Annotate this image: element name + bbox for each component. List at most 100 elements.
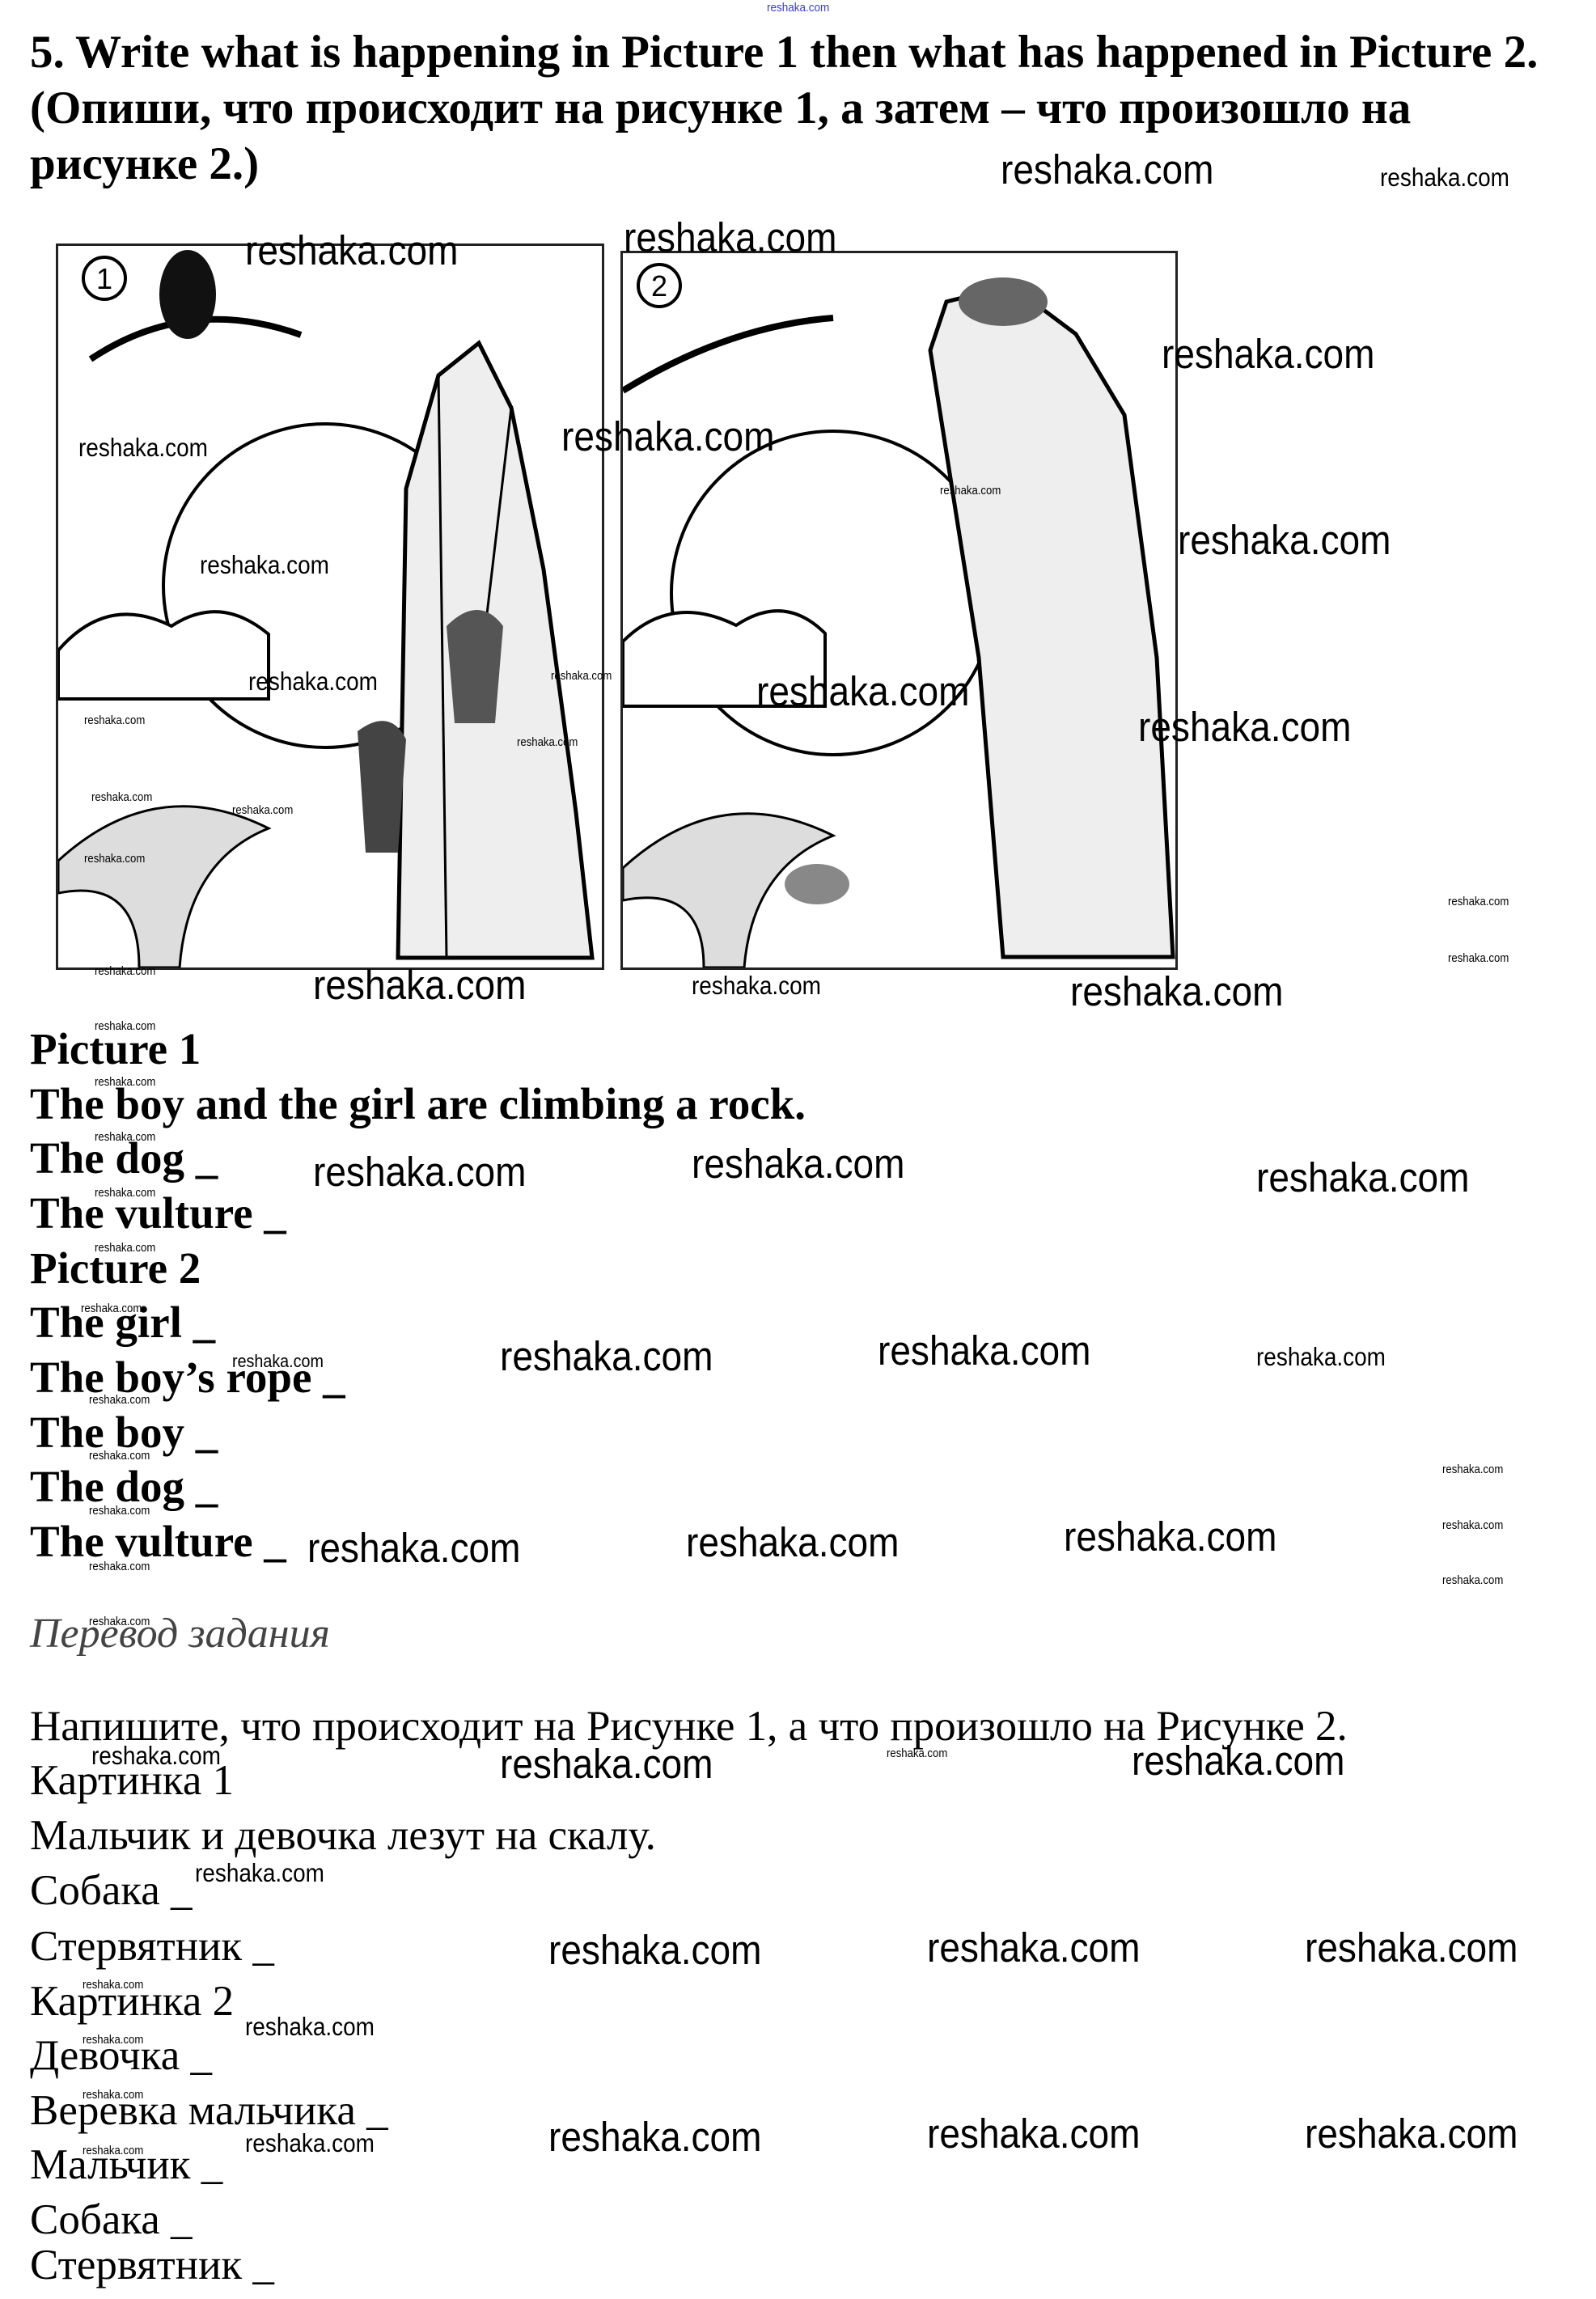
watermark: reshaka.com	[926, 1924, 1141, 1971]
watermark: reshaka.com	[887, 1746, 948, 1760]
watermark: reshaka.com	[81, 1302, 142, 1315]
answer-line: The vulture _	[30, 1517, 286, 1566]
watermark: reshaka.com	[94, 1241, 156, 1255]
watermark: reshaka.com	[94, 965, 156, 979]
watermark: reshaka.com	[84, 713, 146, 727]
watermark: reshaka.com	[685, 1519, 900, 1566]
picture-1-title: Picture 1	[30, 1024, 201, 1073]
watermark: reshaka.com	[313, 1148, 527, 1195]
picture-number-badge	[637, 263, 682, 308]
watermark: reshaka.com	[1305, 2110, 1518, 2157]
girl-climber	[358, 721, 406, 853]
translation-line: Мальчик и девочка лезут на скалу.	[30, 1812, 656, 1859]
watermark: reshaka.com	[692, 1141, 905, 1188]
watermark: reshaka.com	[1448, 895, 1509, 909]
watermark: reshaka.com	[88, 1504, 150, 1518]
watermark: reshaka.com	[1255, 1154, 1470, 1200]
task-heading-line-1: 5. Write what is happening in Picture 1 …	[30, 27, 1539, 78]
watermark: reshaka.com	[245, 2012, 375, 2041]
rock-cliff	[928, 283, 1175, 959]
watermark: reshaka.com	[83, 2144, 144, 2158]
watermark: reshaka.com	[199, 550, 329, 579]
watermark: reshaka.com	[499, 1741, 713, 1788]
watermark: reshaka.com	[1064, 1513, 1277, 1560]
watermark: reshaka.com	[561, 413, 775, 460]
watermark: reshaka.com	[1442, 1573, 1504, 1587]
translation-line: Стервятник _	[30, 1923, 274, 1970]
translation-line: Мальчик _	[30, 2141, 223, 2188]
watermark: reshaka.com	[1162, 331, 1375, 378]
watermark: reshaka.com	[245, 227, 459, 274]
watermark: reshaka.com	[83, 1979, 144, 1992]
watermark: reshaka.com	[94, 1187, 156, 1200]
picture-2-title: Picture 2	[30, 1243, 201, 1293]
watermark: reshaka.com	[231, 803, 294, 817]
watermark: reshaka.com	[878, 1327, 1091, 1374]
watermark: reshaka.com	[91, 1742, 222, 1771]
watermark: reshaka.com	[78, 434, 208, 463]
task-heading-line-2: (Опиши, что происходит на рисунке 1, а з…	[30, 83, 1412, 133]
answer-line: The girl _	[30, 1298, 216, 1347]
translation-line: Собака _	[30, 1867, 193, 1914]
watermark: reshaka.com	[1442, 1519, 1504, 1533]
picture-number: 2	[651, 269, 667, 303]
answer-line: The dog _	[30, 1462, 218, 1511]
watermark: reshaka.com	[91, 790, 153, 804]
translation-line: Собака _	[30, 2196, 193, 2243]
watermark: reshaka.com	[692, 972, 821, 1001]
watermark: reshaka.com	[548, 1927, 762, 1974]
picture-1-illustration: 1	[56, 243, 604, 970]
answer-line: The boy’s rope _	[30, 1353, 345, 1402]
watermark: reshaka.com	[548, 2113, 762, 2160]
fallen-boy	[785, 864, 849, 904]
watermark: reshaka.com	[1448, 951, 1509, 965]
answer-line: The vulture _	[30, 1188, 286, 1238]
translation-picture-1-title: Картинка 1	[30, 1757, 235, 1804]
watermark: reshaka.com	[245, 2128, 375, 2157]
watermark: reshaka.com	[517, 735, 578, 749]
translation-line: Веревка мальчика _	[30, 2087, 388, 2134]
climbers-on-top	[959, 277, 1048, 326]
top-watermark: reshaka.com	[767, 1, 830, 15]
picture-number: 1	[96, 262, 112, 295]
translation-line: Стервятник _	[30, 2242, 274, 2288]
translation-instruction: Напишите, что происходит на Рисунке 1, а…	[30, 1703, 1348, 1750]
watermark: reshaka.com	[88, 1615, 150, 1628]
watermark: reshaka.com	[551, 669, 612, 683]
watermark: reshaka.com	[1137, 703, 1352, 750]
watermark: reshaka.com	[88, 1393, 150, 1407]
watermark: reshaka.com	[499, 1332, 713, 1379]
watermark: reshaka.com	[1132, 1738, 1345, 1785]
watermark: reshaka.com	[1000, 146, 1214, 193]
watermark: reshaka.com	[1305, 1924, 1518, 1971]
watermark: reshaka.com	[94, 1130, 156, 1144]
picture-2-illustration: 2	[620, 251, 1178, 970]
watermark: reshaka.com	[307, 1525, 521, 1572]
watermark: reshaka.com	[83, 2088, 144, 2102]
watermark: reshaka.com	[94, 1019, 156, 1033]
watermark: reshaka.com	[88, 1560, 150, 1574]
translation-picture-2-title: Картинка 2	[30, 1978, 235, 2025]
watermark: reshaka.com	[195, 1858, 325, 1887]
boy-climber	[447, 610, 503, 723]
watermark: reshaka.com	[1442, 1463, 1504, 1476]
watermark: reshaka.com	[939, 485, 1001, 498]
watermark: reshaka.com	[623, 214, 837, 260]
answer-line: The boy _	[30, 1408, 218, 1457]
watermark: reshaka.com	[313, 962, 527, 1009]
answer-line: The dog _	[30, 1133, 218, 1183]
vulture	[159, 250, 216, 339]
watermark: reshaka.com	[1255, 1342, 1386, 1371]
picture-number-badge	[82, 256, 127, 301]
watermark: reshaka.com	[231, 1351, 324, 1372]
watermark: reshaka.com	[94, 1076, 156, 1090]
translation-line: Девочка _	[30, 2032, 212, 2079]
watermark: reshaka.com	[84, 853, 146, 866]
task-heading-line-3: рисунке 2.)	[30, 138, 260, 189]
watermark: reshaka.com	[1069, 967, 1284, 1014]
watermark: reshaka.com	[1380, 163, 1510, 192]
watermark: reshaka.com	[756, 667, 970, 714]
watermark: reshaka.com	[926, 2110, 1141, 2157]
watermark: reshaka.com	[88, 1450, 150, 1463]
watermark: reshaka.com	[83, 2034, 144, 2047]
